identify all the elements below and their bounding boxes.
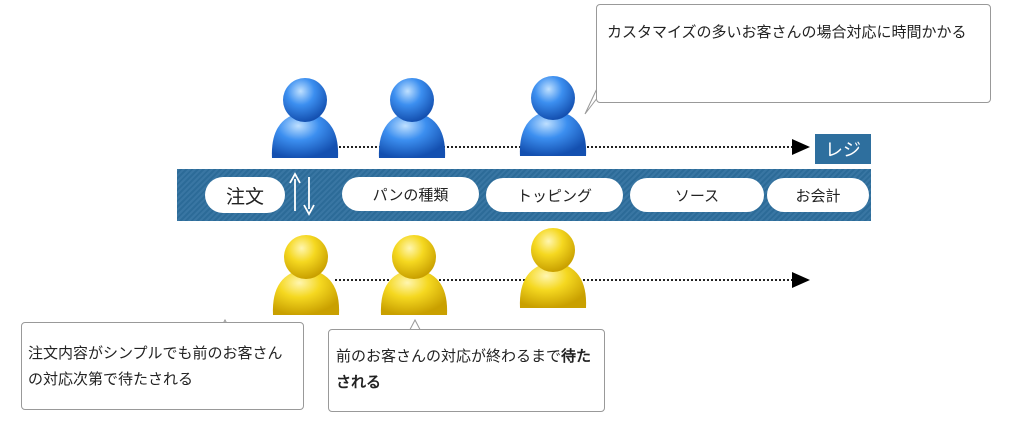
step-order: 注文 (205, 177, 285, 213)
step-topping: トッピング (486, 178, 623, 212)
customer-blue-3-icon (519, 76, 587, 156)
callout-wait-text: 前のお客さんの対応が終わるまで (336, 347, 562, 365)
callout-wait: 前のお客さんの対応が終わるまで待たされる (328, 329, 605, 412)
callout-simple-order-text: 注文内容がシンプルでも前のお客さんの対応次第で待たされる (28, 344, 283, 388)
step-checkout: お会計 (767, 178, 869, 212)
step-bread-type: パンの種類 (342, 177, 479, 211)
customer-blue-1-icon (271, 78, 339, 158)
customer-yellow-2-icon (380, 235, 448, 315)
callout-wait-emphasis: 待たされる (336, 347, 592, 391)
customer-blue-2-icon (378, 78, 446, 158)
register-label: レジ (815, 134, 871, 164)
callout-customization-text: カスタマイズの多いお客さんの場合対応に時間かかる (607, 23, 967, 41)
customer-yellow-1-icon (272, 235, 340, 315)
customer-yellow-3-icon (519, 228, 587, 308)
step-sauce: ソース (630, 178, 764, 212)
up-down-arrows-icon (289, 172, 315, 216)
callout-customization-delay: カスタマイズの多いお客さんの場合対応に時間かかる (596, 4, 991, 103)
counter-bar: 注文 パンの種類 トッピング ソース お会計 (177, 169, 871, 221)
callout-simple-order: 注文内容がシンプルでも前のお客さんの対応次第で待たされる (21, 322, 304, 410)
